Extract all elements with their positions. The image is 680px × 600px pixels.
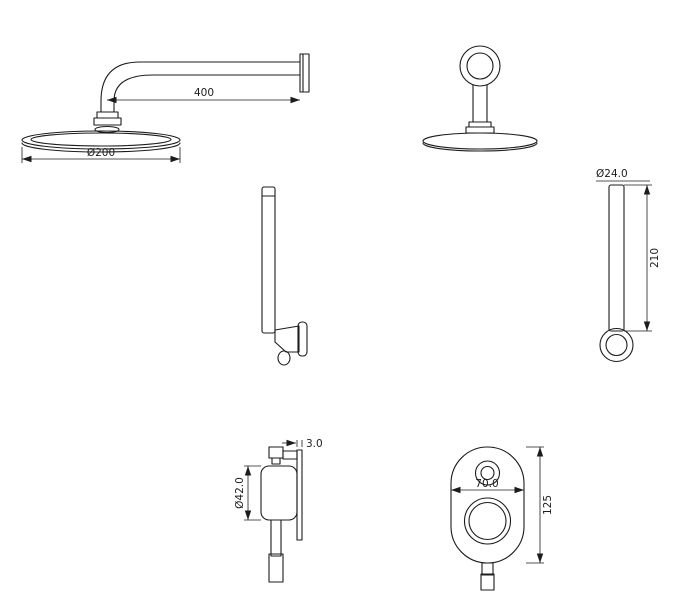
wall-holder-bracket <box>274 321 308 366</box>
mixer-top-knob <box>268 446 298 465</box>
dim-arm-length: 400 <box>107 87 300 104</box>
shower-head-disc-front <box>422 132 538 152</box>
dim-handshower-diameter: Ø24.0 <box>596 168 650 182</box>
dim-label-head-diameter: Ø200 <box>87 147 115 159</box>
dim-handshower-length: 210 <box>624 184 661 332</box>
dim-head-diameter: Ø200 <box>21 147 181 163</box>
dim-plate-width: 70.0 <box>451 478 524 494</box>
dim-label-arm-length: 400 <box>194 87 214 99</box>
hand-shower-side-view <box>261 186 308 366</box>
hand-shower-front-view: Ø24.0 210 <box>596 168 661 363</box>
hand-shower-bar <box>261 186 276 334</box>
mixer-side-view: 3.0 Ø42.0 <box>234 438 323 583</box>
hand-shower-bar-front <box>608 184 625 332</box>
mixer-front-view: 70.0 125 <box>450 446 554 591</box>
drop-pipe <box>472 84 488 123</box>
wall-flange <box>299 53 310 93</box>
dim-label-handshower-diameter: Ø24.0 <box>596 168 628 180</box>
wall-plate-edge <box>296 449 303 541</box>
mixer-lever-side <box>268 519 284 583</box>
shower-head-side-view: 400 Ø200 <box>21 53 310 163</box>
hanging-ring <box>599 327 634 363</box>
dim-plate-height: 125 <box>526 446 554 564</box>
dim-label-plate-width: 70.0 <box>475 478 498 490</box>
mixer-lever-front <box>480 562 495 591</box>
dim-label-body-diameter: Ø42.0 <box>234 477 246 509</box>
shower-head-disc <box>21 130 181 153</box>
wall-flange-front <box>459 45 501 87</box>
dim-body-diameter: Ø42.0 <box>234 465 261 521</box>
mixer-handle-circle <box>463 497 512 545</box>
mixer-body-side <box>260 465 298 521</box>
pipe-connector-nut <box>465 121 495 134</box>
dim-label-handshower-length: 210 <box>649 248 661 268</box>
diverter-knob-circle <box>474 460 501 486</box>
dim-plate-thickness: 3.0 <box>282 438 323 450</box>
arm-connector-nut <box>93 111 122 134</box>
shower-head-front-view <box>422 45 538 152</box>
dim-label-plate-thickness: 3.0 <box>306 438 323 450</box>
mixer-plate-front <box>450 446 525 564</box>
dim-label-plate-height: 125 <box>542 495 554 515</box>
